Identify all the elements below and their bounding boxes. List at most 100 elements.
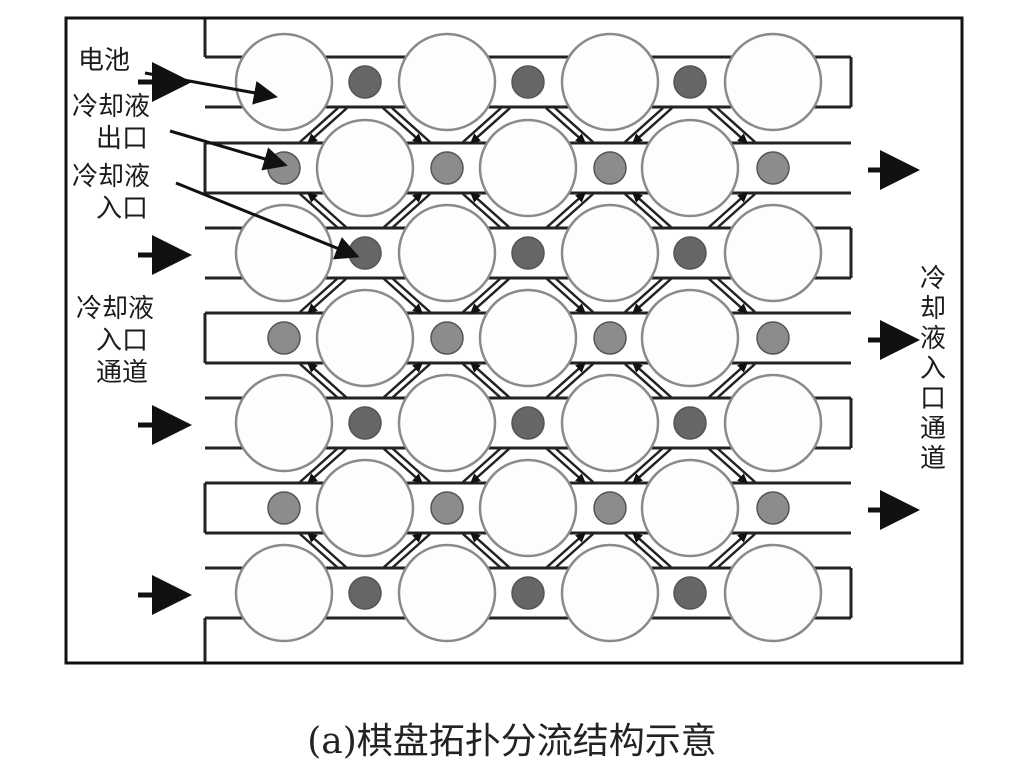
branch-channel xyxy=(716,107,756,143)
battery-cell xyxy=(315,458,415,558)
branch-channel xyxy=(632,192,673,229)
branch-channel xyxy=(716,193,756,229)
coolant-port-light xyxy=(756,321,790,355)
branch-channel xyxy=(554,277,594,313)
branch-channel xyxy=(307,277,348,314)
branch-channel xyxy=(391,363,431,399)
branch-channel xyxy=(307,192,348,229)
battery-cell xyxy=(723,203,823,303)
branch-channel xyxy=(716,447,756,483)
battery-cell xyxy=(397,32,497,132)
battery-cell xyxy=(397,203,497,303)
branch-channel xyxy=(382,107,423,144)
battery-cell xyxy=(315,118,415,218)
branch-channel xyxy=(554,107,594,143)
branch-channel xyxy=(299,447,339,483)
branch-channel xyxy=(470,277,511,314)
battery-cell xyxy=(234,203,334,303)
branch-channel xyxy=(624,277,664,313)
battery-cell xyxy=(560,32,660,132)
coolant-port-light xyxy=(593,151,627,185)
branch-channel xyxy=(545,192,586,229)
coolant-port-dark xyxy=(511,65,545,99)
branch-channel xyxy=(707,447,748,484)
branch-channel xyxy=(299,107,339,143)
branch-channel xyxy=(545,447,586,484)
battery-cell xyxy=(234,543,334,643)
branch-channel xyxy=(470,362,511,399)
coolant-outlet-label-line1: 冷却液 xyxy=(72,92,151,122)
branch-channel xyxy=(382,532,423,569)
battery-cell xyxy=(478,288,578,388)
coolant-port-dark xyxy=(348,406,382,440)
branch-channel xyxy=(462,363,502,399)
branch-channel xyxy=(632,277,673,314)
battery-cell xyxy=(560,373,660,473)
battery-cell xyxy=(478,458,578,558)
checkerboard-flow-diagram xyxy=(64,16,964,665)
battery-cell xyxy=(723,543,823,643)
branch-channel xyxy=(462,107,502,143)
branch-channel xyxy=(545,362,586,399)
branch-channel xyxy=(545,532,586,569)
branch-channel xyxy=(299,533,339,569)
battery-cell xyxy=(560,543,660,643)
branch-channel xyxy=(382,277,423,314)
outlet-leader-arrow xyxy=(169,129,288,171)
branch-channel xyxy=(382,447,423,484)
coolant-port-light xyxy=(267,151,301,185)
branch-channel xyxy=(470,532,511,569)
branch-channel xyxy=(632,362,673,399)
branch-channel xyxy=(716,363,756,399)
branch-channel xyxy=(462,277,502,313)
battery-cell xyxy=(640,288,740,388)
inlet-channel-right-label: 冷却液入口通道 xyxy=(919,264,946,474)
figure-caption: (a)棋盘拓扑分流结构示意 xyxy=(307,721,717,762)
coolant-port-light xyxy=(593,321,627,355)
branch-channel xyxy=(716,533,756,569)
coolant-inlet-label-line2: 入口 xyxy=(96,194,149,224)
branch-channel xyxy=(632,532,673,569)
battery-cell xyxy=(234,32,334,132)
battery-cell xyxy=(723,32,823,132)
branch-channel xyxy=(716,277,756,313)
branch-channel xyxy=(470,447,511,484)
frame xyxy=(64,16,964,665)
coolant-port-light xyxy=(756,491,790,525)
battery-cell xyxy=(640,458,740,558)
branch-channel xyxy=(554,533,594,569)
branch-channel xyxy=(299,193,339,229)
branch-channel xyxy=(707,107,748,144)
coolant-port-light xyxy=(430,321,464,355)
branch-channel xyxy=(299,363,339,399)
battery-cell xyxy=(234,373,334,473)
branch-channel xyxy=(391,107,431,143)
branch-channel xyxy=(307,447,348,484)
branch-channel xyxy=(307,107,348,144)
branch-channel xyxy=(707,532,748,569)
coolant-port-dark xyxy=(673,65,707,99)
branch-channel xyxy=(382,192,423,229)
branch-channel xyxy=(382,362,423,399)
coolant-port-dark xyxy=(348,65,382,99)
battery-cell xyxy=(315,288,415,388)
branch-channel xyxy=(707,362,748,399)
coolant-port-dark xyxy=(511,406,545,440)
branch-channel xyxy=(391,447,431,483)
coolant-port-light xyxy=(593,491,627,525)
branch-channel xyxy=(707,192,748,229)
battery-label: 电池 xyxy=(78,46,131,76)
branch-channel xyxy=(624,363,664,399)
coolant-port-light xyxy=(267,321,301,355)
inlet-channel-left-line2: 入口 xyxy=(96,326,149,356)
coolant-port-dark xyxy=(511,236,545,270)
battery-cell xyxy=(560,203,660,303)
branch-channel xyxy=(299,277,339,313)
branch-channel xyxy=(462,533,502,569)
coolant-port-dark xyxy=(511,576,545,610)
branch-channel xyxy=(624,107,664,143)
coolant-inlet-label-line1: 冷却液 xyxy=(72,162,151,192)
branch-channel xyxy=(624,193,664,229)
coolant-port-dark xyxy=(673,406,707,440)
branch-channel xyxy=(391,277,431,313)
